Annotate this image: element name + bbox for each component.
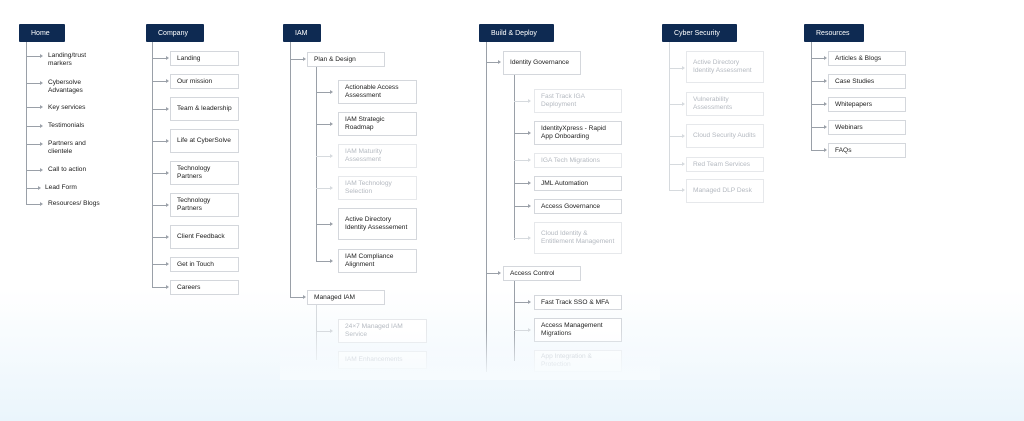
- home-item-lead-form[interactable]: Lead Form: [45, 184, 77, 191]
- build-group-access-control[interactable]: Access Control: [503, 266, 581, 281]
- root-cyber-security[interactable]: Cyber Security: [662, 24, 737, 42]
- root-build-deploy[interactable]: Build & Deploy: [479, 24, 554, 42]
- company-item-landing[interactable]: Landing: [170, 51, 239, 66]
- cyber-item-cloud-audits[interactable]: Cloud Security Audits: [686, 124, 764, 148]
- resources-item-case-studies[interactable]: Case Studies: [828, 74, 906, 89]
- iam-item-compliance[interactable]: IAM Compliance Alignment: [338, 249, 417, 273]
- company-item-life[interactable]: Life at CyberSolve: [170, 129, 239, 153]
- root-home[interactable]: Home: [19, 24, 65, 42]
- iam-item-maturity[interactable]: IAM Maturity Assessment: [338, 144, 417, 168]
- home-item-landing[interactable]: Landing/trust markers: [48, 52, 87, 67]
- company-item-feedback[interactable]: Client Feedback: [170, 225, 239, 249]
- build-item-app-integration[interactable]: App Integration & Protection: [534, 350, 622, 372]
- build-item-cloud-identity[interactable]: Cloud Identity & Entitlement Management: [534, 222, 622, 254]
- iam-group-plan-design[interactable]: Plan & Design: [307, 52, 385, 67]
- build-item-jml[interactable]: JML Automation: [534, 176, 622, 191]
- build-item-iga-migrations[interactable]: IGA Tech Migrations: [534, 153, 622, 168]
- build-item-fast-track-iga[interactable]: Fast Track IGA Deployment: [534, 89, 622, 113]
- build-group-identity-governance[interactable]: Identity Governance: [503, 51, 581, 75]
- home-item-cta[interactable]: Call to action: [48, 166, 87, 173]
- root-company[interactable]: Company: [146, 24, 204, 42]
- build-item-fast-track-sso[interactable]: Fast Track SSO & MFA: [534, 295, 622, 310]
- iam-item-ad-assessment[interactable]: Active Directory Identity Assessement: [338, 208, 417, 240]
- company-item-careers[interactable]: Careers: [170, 280, 239, 295]
- home-item-advantages[interactable]: Cybersolve Advantages: [48, 79, 83, 94]
- iam-item-tech-selection[interactable]: IAM Technology Selection: [338, 176, 417, 200]
- root-resources[interactable]: Resources: [804, 24, 864, 42]
- resources-item-webinars[interactable]: Webinars: [828, 120, 906, 135]
- company-item-team[interactable]: Team & leadership: [170, 97, 239, 121]
- company-item-mission[interactable]: Our mission: [170, 74, 239, 89]
- home-item-key-services[interactable]: Key services: [48, 104, 86, 111]
- company-item-contact[interactable]: Get in Touch: [170, 257, 239, 272]
- iam-item-managed-service[interactable]: 24×7 Managed IAM Service: [338, 319, 427, 343]
- home-item-partners[interactable]: Partners and clientele: [48, 140, 86, 155]
- resources-item-whitepapers[interactable]: Whitepapers: [828, 97, 906, 112]
- cyber-item-vulnerability[interactable]: Vulnerability Assessments: [686, 92, 764, 116]
- cyber-item-dlp[interactable]: Managed DLP Desk: [686, 179, 764, 203]
- build-item-am-migrations[interactable]: Access Management Migrations: [534, 318, 622, 342]
- cyber-item-red-team[interactable]: Red Team Services: [686, 157, 764, 172]
- resources-item-faqs[interactable]: FAQs: [828, 143, 906, 158]
- cyber-item-ad-assessment[interactable]: Active Directory Identity Assessment: [686, 51, 764, 83]
- root-iam[interactable]: IAM: [283, 24, 321, 42]
- build-item-access-governance[interactable]: Access Governance: [534, 199, 622, 214]
- home-item-resources[interactable]: Resources/ Blogs: [48, 200, 100, 207]
- iam-item-roadmap[interactable]: IAM Strategic Roadmap: [338, 112, 417, 136]
- company-item-tech-partners-2[interactable]: Technology Partners: [170, 193, 239, 217]
- iam-group-managed[interactable]: Managed IAM: [307, 290, 385, 305]
- home-item-testimonials[interactable]: Testimonials: [48, 122, 85, 129]
- iam-item-enhancements[interactable]: IAM Enhancements: [338, 351, 427, 369]
- iam-item-access-assessment[interactable]: Actionable Access Assessment: [338, 80, 417, 104]
- resources-item-articles[interactable]: Articles & Blogs: [828, 51, 906, 66]
- company-item-tech-partners[interactable]: Technology Partners: [170, 161, 239, 185]
- build-item-identityxpress[interactable]: IdentityXpress - Rapid App Onboarding: [534, 121, 622, 145]
